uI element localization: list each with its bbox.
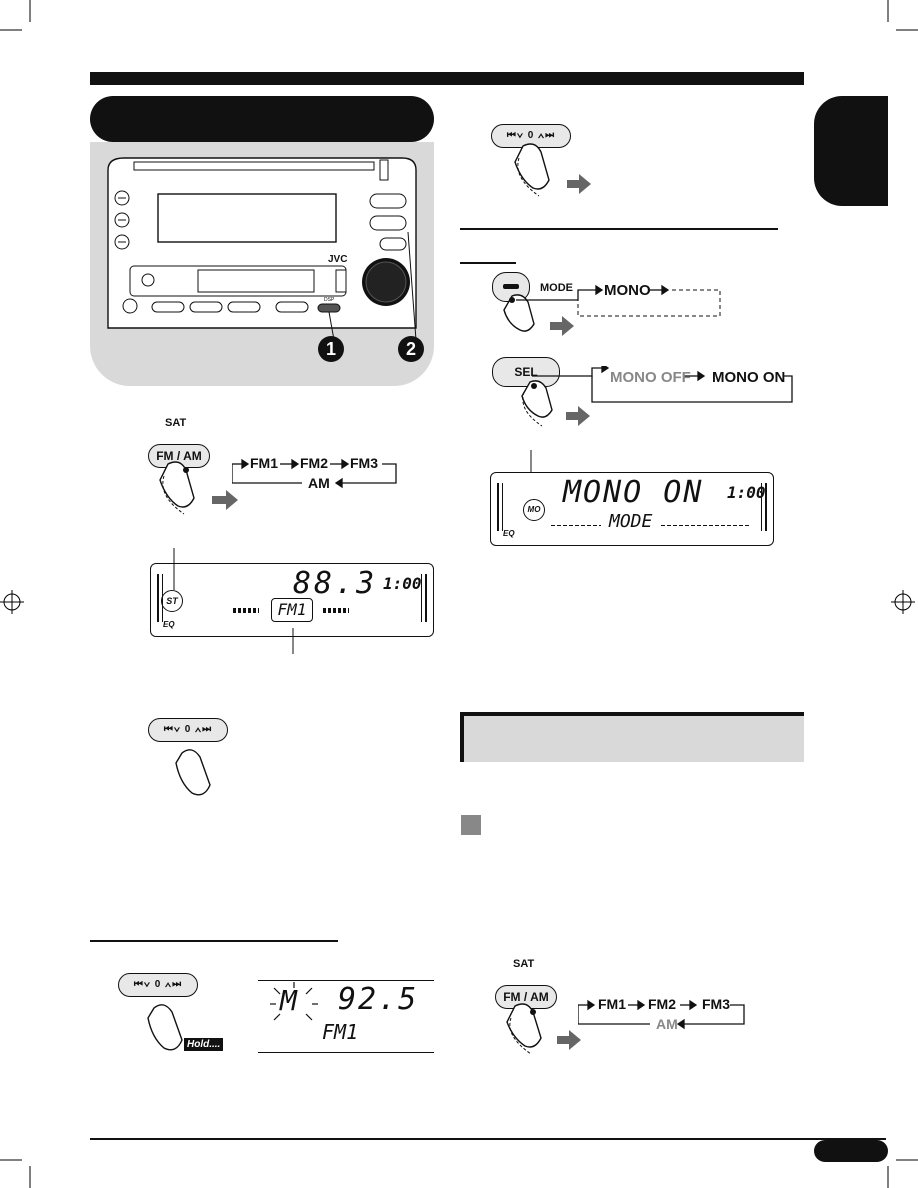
header-bar [90, 72, 804, 85]
finger-hold-icon [147, 1004, 183, 1051]
eq-label: EQ [163, 620, 175, 629]
finger-press-icon-2 [514, 143, 591, 197]
sel-mono-on: MONO ON [712, 369, 786, 386]
callout-2: 2 [398, 336, 424, 362]
registration-mark-right [891, 590, 915, 614]
language-tab [814, 96, 888, 206]
band-sequence-2: FM1 FM2 FM3 AM [578, 996, 748, 1032]
faceplate-illustration: JVC DSP [107, 157, 417, 341]
finger-press-icon [159, 461, 238, 515]
rule-right-2 [460, 262, 516, 264]
mono-display-right-bar [761, 483, 767, 531]
page-number-tab [814, 1140, 888, 1162]
mono-display-left-bar [497, 483, 503, 531]
display-right-bar [421, 574, 427, 622]
mono-eq-label: EQ [503, 529, 515, 538]
band-arrows-2 [578, 999, 745, 1030]
subsection-rule [90, 940, 338, 942]
band-fm2: FM2 [300, 455, 328, 471]
band-fm3: FM3 [350, 455, 378, 471]
flash-rays-icon [270, 982, 318, 1021]
fm-am-button[interactable]: FM / AM [148, 444, 210, 468]
band-arrows [232, 458, 397, 489]
seek-button-hold[interactable]: ⏮∨ 0 ∧⏭ [118, 973, 198, 997]
radio-display: ST 88.3 1:00 FM1 EQ [150, 563, 434, 637]
brand-logo: JVC [328, 254, 347, 265]
band-am: AM [308, 475, 330, 491]
mono-scale-right [661, 525, 751, 526]
hold-label: Hold.... [184, 1038, 224, 1051]
band2-fm2: FM2 [648, 996, 676, 1012]
mono-display: MO MONO ON 1:00 MODE EQ [490, 472, 774, 546]
band2-fm3: FM3 [702, 996, 730, 1012]
mode-arrows [516, 284, 721, 317]
preset-band: FM1 [322, 1020, 359, 1044]
finger-press-icon-5 [506, 1003, 581, 1055]
sel-mono-off: MONO OFF [610, 369, 691, 386]
preset-flash-letter: M [280, 984, 297, 1017]
level-bar-right [323, 608, 349, 613]
mode-label: MODE [540, 282, 573, 294]
frequency-readout: 88.3 [293, 566, 378, 601]
mono-main-text: MONO ON [563, 475, 704, 510]
clock-readout: 1:00 [383, 574, 422, 593]
preset-display-top-rule [258, 980, 434, 981]
mode-button-bar [503, 284, 519, 289]
section-heading-box [460, 712, 804, 762]
dev-dsp-label: DSP [324, 297, 335, 303]
finger-press-icon-4 [521, 380, 590, 427]
seek-button[interactable]: ⏮∨ 0 ∧⏭ [148, 718, 228, 742]
sat-label-2: SAT [513, 958, 535, 970]
finger-press-icon-3 [503, 294, 574, 336]
band-sequence: FM1 FM2 FM3 AM [232, 455, 402, 491]
level-bar-left [233, 608, 259, 613]
preset-display-bottom-rule [258, 1052, 434, 1053]
mono-indicator: MO [523, 499, 545, 521]
rule-right-1 [460, 228, 778, 230]
footer-rule [90, 1138, 886, 1140]
band-fm1: FM1 [250, 455, 278, 471]
callout-1: 1 [318, 336, 344, 362]
finger-icon [175, 749, 211, 796]
sat-label: SAT [165, 417, 187, 429]
band2-fm1: FM1 [598, 996, 626, 1012]
registration-mark-left [0, 590, 24, 614]
mode-mono: MONO [604, 282, 651, 299]
band-readout: FM1 [271, 598, 313, 622]
sel-arrows [532, 366, 793, 403]
sel-button[interactable]: SEL [492, 357, 560, 387]
step-bullet-square [461, 815, 481, 835]
mono-scale-left [551, 525, 601, 526]
band2-am: AM [656, 1016, 678, 1032]
mono-clock: 1:00 [727, 483, 766, 502]
preset-frequency: 92.5 [338, 982, 419, 1017]
display-leader-lines [173, 548, 294, 654]
section-title-pill [90, 96, 434, 142]
stereo-indicator: ST [161, 590, 183, 612]
mono-sub-text: MODE [609, 511, 653, 532]
